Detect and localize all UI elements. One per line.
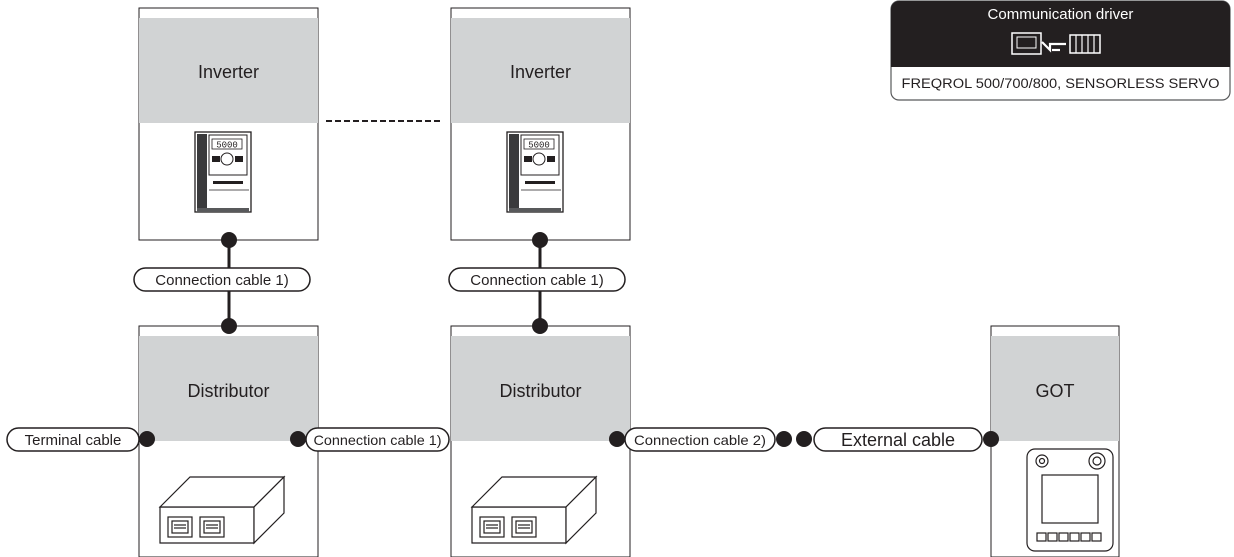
cable-label-distributor-link: Connection cable 1) <box>305 427 450 452</box>
legend-header <box>891 1 1230 67</box>
cable-label-distributor-out: Connection cable 2) <box>624 427 776 452</box>
legend-heading: Communication driver <box>988 6 1134 23</box>
connection-dots <box>139 232 999 447</box>
got-label: GOT <box>1036 381 1075 401</box>
dot-distributor-1-left <box>139 431 155 447</box>
got-handheld-icon <box>1026 448 1114 552</box>
dot-cable-2-end <box>776 431 792 447</box>
inverter-2-label: Inverter <box>510 62 571 82</box>
inverter-1-icon: 5000 <box>194 131 252 213</box>
cable-label-distributor-out-text: Connection cable 2) <box>634 432 766 448</box>
cable-label-external-text: External cable <box>841 430 955 450</box>
distributor-2-label-box <box>451 336 630 441</box>
communication-driver-legend: Communication driver FREQROL 500/700/800… <box>890 0 1231 101</box>
got-unit: GOT <box>990 325 1120 557</box>
dot-inverter-2-bottom <box>532 232 548 248</box>
dot-inverter-1-bottom <box>221 232 237 248</box>
dot-distributor-1-right <box>290 431 306 447</box>
legend-driver-list: FREQROL 500/700/800, SENSORLESS SERVO <box>902 76 1220 91</box>
svg-text:5000: 5000 <box>216 141 238 151</box>
cable-label-terminal: Terminal cable <box>6 427 140 452</box>
inverter-2-unit: Inverter 5000 <box>450 7 631 241</box>
cable-label-inverter-2: Connection cable 1) <box>448 267 626 292</box>
dot-external-cable-start <box>796 431 812 447</box>
cable-label-external: External cable <box>813 427 983 452</box>
cable-label-inverter-1: Connection cable 1) <box>133 267 311 292</box>
cable-label-inverter-1-text: Connection cable 1) <box>155 272 288 289</box>
distributor-1-icon <box>158 475 286 545</box>
cable-label-distributor-link-text: Connection cable 1) <box>314 432 442 448</box>
inverter-2-label-box <box>451 18 630 123</box>
distributor-2-label: Distributor <box>499 381 581 401</box>
inverter-1-label-box <box>139 18 318 123</box>
distributor-2-icon <box>470 475 598 545</box>
dot-distributor-2-top <box>532 318 548 334</box>
dot-distributor-1-top <box>221 318 237 334</box>
communication-driver-icon <box>1011 32 1101 55</box>
inverter-1-unit: Inverter 5000 <box>138 7 319 241</box>
cable-label-inverter-2-text: Connection cable 1) <box>470 272 603 289</box>
distributor-1-unit: Distributor <box>138 325 319 557</box>
inverter-1-label: Inverter <box>198 62 259 82</box>
cable-label-terminal-text: Terminal cable <box>25 432 122 449</box>
dot-distributor-2-right <box>609 431 625 447</box>
inverter-2-icon: 5000 <box>506 131 564 213</box>
distributor-1-label: Distributor <box>187 381 269 401</box>
svg-text:5000: 5000 <box>528 141 550 151</box>
distributor-1-label-box <box>139 336 318 441</box>
dot-got-left <box>983 431 999 447</box>
distributor-2-unit: Distributor <box>450 325 631 557</box>
got-label-box <box>991 336 1119 441</box>
